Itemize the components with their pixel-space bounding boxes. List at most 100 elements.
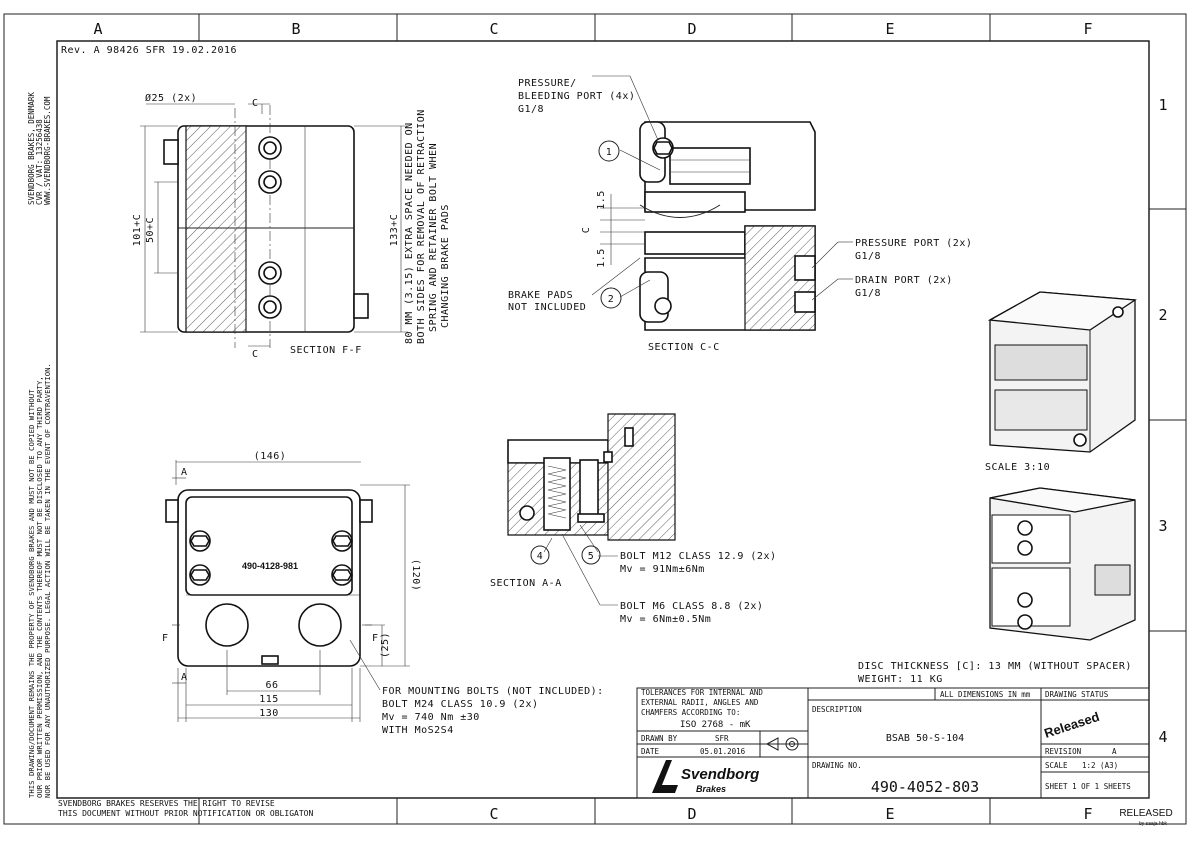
svg-text:5: 5 — [588, 551, 595, 562]
bolt-m6-note: BOLT M6 CLASS 8.8 (2x) Mv = 6Nm±0.5Nm — [620, 601, 763, 625]
svg-text:THIS DRAWING/DOCUMENT REMAINS: THIS DRAWING/DOCUMENT REMAINS THE PROPER… — [27, 389, 36, 798]
svg-text:3: 3 — [1158, 517, 1167, 535]
svg-text:G1/8: G1/8 — [518, 104, 544, 115]
section-aa-title: SECTION A-A — [490, 578, 562, 589]
dim-130: 130 — [259, 708, 279, 719]
scale-value: 1:2 (A3) — [1082, 761, 1118, 770]
dim-133: 133+C — [389, 214, 400, 247]
svg-text:C: C — [489, 20, 498, 38]
row-labels: 1 2 3 4 — [1158, 96, 1167, 746]
section-cc-title: SECTION C-C — [648, 342, 720, 353]
balloon-5: 5 — [581, 545, 601, 565]
svg-text:D: D — [687, 20, 696, 38]
svg-text:Mv = 740 Nm ±30: Mv = 740 Nm ±30 — [382, 712, 480, 723]
pressure-port-label: PRESSURE PORT (2x) G1/8 — [855, 238, 972, 262]
dim-1-5-bottom: 1.5 — [596, 248, 607, 268]
drawing-no-label: DRAWING NO. — [812, 761, 862, 770]
drawn-by-value: SFR — [715, 734, 729, 743]
svg-text:BOLT M12 CLASS 12.9 (2x): BOLT M12 CLASS 12.9 (2x) — [620, 551, 777, 562]
revision-line: Rev. A 98426 SFR 19.02.2016 — [61, 45, 237, 56]
svg-text:4: 4 — [1158, 728, 1167, 746]
column-labels-bottom: C D E F — [489, 805, 1092, 823]
sheet-count: SHEET 1 OF 1 SHEETS — [1045, 782, 1131, 791]
section-ff-title: SECTION F-F — [290, 345, 362, 356]
dim-66: 66 — [265, 680, 278, 691]
svg-text:BOLT M6 CLASS 8.8 (2x): BOLT M6 CLASS 8.8 (2x) — [620, 601, 763, 612]
svg-text:PRESSURE/: PRESSURE/ — [518, 78, 577, 89]
svg-text:SVENDBORG BRAKES, DENMARK: SVENDBORG BRAKES, DENMARK — [27, 92, 36, 205]
cut-a-bottom: A — [181, 672, 188, 683]
svg-text:THIS DOCUMENT WITHOUT PRIOR NO: THIS DOCUMENT WITHOUT PRIOR NOTIFICATION… — [58, 809, 313, 818]
drawn-by-label: DRAWN BY — [641, 734, 678, 743]
dim-50: 50+C — [145, 217, 156, 243]
extra-space-note: 80 MM (3.15) EXTRA SPACE NEEDED ON BOTH … — [404, 109, 451, 344]
svg-text:B: B — [291, 20, 300, 38]
column-labels-top: A B C D E F — [93, 20, 1092, 38]
svg-text:2: 2 — [608, 294, 615, 305]
brake-pads-label: BRAKE PADS NOT INCLUDED — [508, 290, 586, 313]
cut-c-bottom: C — [252, 349, 259, 360]
svg-text:EXTERNAL RADII, ANGLES AND: EXTERNAL RADII, ANGLES AND — [641, 698, 759, 707]
dia-25-label: Ø25 (2x) — [145, 92, 197, 104]
part-plate: 490-4128-981 — [242, 561, 298, 571]
svg-text:BOLT M24 CLASS 10.9 (2x): BOLT M24 CLASS 10.9 (2x) — [382, 699, 539, 710]
svg-text:SPRING AND RETAINER BOLT WHEN: SPRING AND RETAINER BOLT WHEN — [428, 143, 439, 332]
svg-text:SVENDBORG BRAKES RESERVES THE: SVENDBORG BRAKES RESERVES THE RIGHT TO R… — [58, 799, 275, 808]
cut-c-top: C — [252, 98, 259, 109]
mounting-bolt-note: FOR MOUNTING BOLTS (NOT INCLUDED): BOLT … — [382, 686, 603, 736]
svg-text:Mv = 91Nm±6Nm: Mv = 91Nm±6Nm — [620, 564, 705, 575]
tolerances-note: TOLERANCES FOR INTERNAL AND EXTERNAL RAD… — [641, 688, 763, 717]
disc-thickness-note: DISC THICKNESS [C]: 13 MM (WITHOUT SPACE… — [858, 661, 1132, 685]
balloon-1: 1 — [598, 140, 620, 162]
scale-label: SCALE — [1045, 761, 1068, 770]
balloon-2: 2 — [600, 287, 622, 309]
svg-text:A: A — [93, 20, 102, 38]
date-value: 05.01.2016 — [700, 747, 746, 756]
sheet-frame — [3, 13, 1187, 825]
svg-text:WEIGHT: 11 KG: WEIGHT: 11 KG — [858, 674, 943, 685]
dim-146: (146) — [254, 451, 287, 462]
svg-text:G1/8: G1/8 — [855, 288, 881, 299]
section-aa-view — [507, 413, 676, 606]
svg-text:Svendborg: Svendborg — [681, 766, 759, 783]
svg-text:DRAIN PORT (2x): DRAIN PORT (2x) — [855, 275, 953, 286]
dim-25: (25) — [380, 632, 391, 658]
description-label: DESCRIPTION — [812, 705, 862, 714]
svg-text:WWW.SVENDBORG-BRAKES.COM: WWW.SVENDBORG-BRAKES.COM — [43, 96, 52, 205]
balloon-4: 4 — [530, 545, 550, 565]
dim-115: 115 — [259, 694, 279, 705]
dim-120: (120) — [410, 559, 421, 592]
cut-a-top: A — [181, 467, 188, 478]
svg-text:80 MM (3.15) EXTRA SPACE NEEDE: 80 MM (3.15) EXTRA SPACE NEEDED ON — [404, 122, 415, 344]
released-by: by saaja hbk — [1139, 821, 1168, 827]
svendborg-logo: Svendborg Brakes — [652, 760, 759, 794]
all-dimensions-label: ALL DIMENSIONS IN mm — [940, 690, 1031, 699]
svg-text:NOR BE USED FOR ANY UNAUTHORIZ: NOR BE USED FOR ANY UNAUTHORIZED PURPOSE… — [43, 363, 52, 798]
iso-standard: ISO 2768 - mK — [680, 720, 751, 730]
svg-text:Brakes: Brakes — [696, 784, 726, 794]
svg-text:OUR PRIOR WRITTEN PERMISSION,: OUR PRIOR WRITTEN PERMISSION, AND THE CO… — [35, 376, 44, 798]
svg-text:2: 2 — [1158, 306, 1167, 324]
svg-text:DISC THICKNESS [C]: 13 MM (WIT: DISC THICKNESS [C]: 13 MM (WITHOUT SPACE… — [858, 661, 1132, 672]
dim-c: C — [581, 227, 592, 234]
dim-101: 101+C — [132, 214, 143, 247]
svg-text:CHAMFERS ACCORDING TO:: CHAMFERS ACCORDING TO: — [641, 708, 740, 717]
svg-text:E: E — [885, 20, 894, 38]
svg-text:Mv = 6Nm±0.5Nm: Mv = 6Nm±0.5Nm — [620, 614, 711, 625]
svg-text:G1/8: G1/8 — [855, 251, 881, 262]
svg-text:C: C — [489, 805, 498, 823]
front-view — [165, 460, 410, 722]
status-released-stamp: Released — [1042, 709, 1101, 741]
svg-text:D: D — [687, 805, 696, 823]
cut-f-right: F — [372, 633, 379, 644]
svg-text:NOT INCLUDED: NOT INCLUDED — [508, 302, 586, 313]
svg-text:BOTH SIDES FOR REMOVAL OF RETR: BOTH SIDES FOR REMOVAL OF RETRACTION — [416, 109, 427, 344]
drawing-status-label: DRAWING STATUS — [1045, 690, 1109, 699]
pressure-bleeding-port-label: PRESSURE/ BLEEDING PORT (4x) G1/8 — [518, 78, 635, 115]
isometric-view-bottom — [989, 487, 1136, 641]
svg-text:TOLERANCES FOR INTERNAL AND: TOLERANCES FOR INTERNAL AND — [641, 688, 763, 697]
revision-value: A — [1112, 747, 1117, 756]
dim-1-5-top: 1.5 — [596, 190, 607, 210]
svg-text:WITH MoS2S4: WITH MoS2S4 — [382, 725, 454, 736]
